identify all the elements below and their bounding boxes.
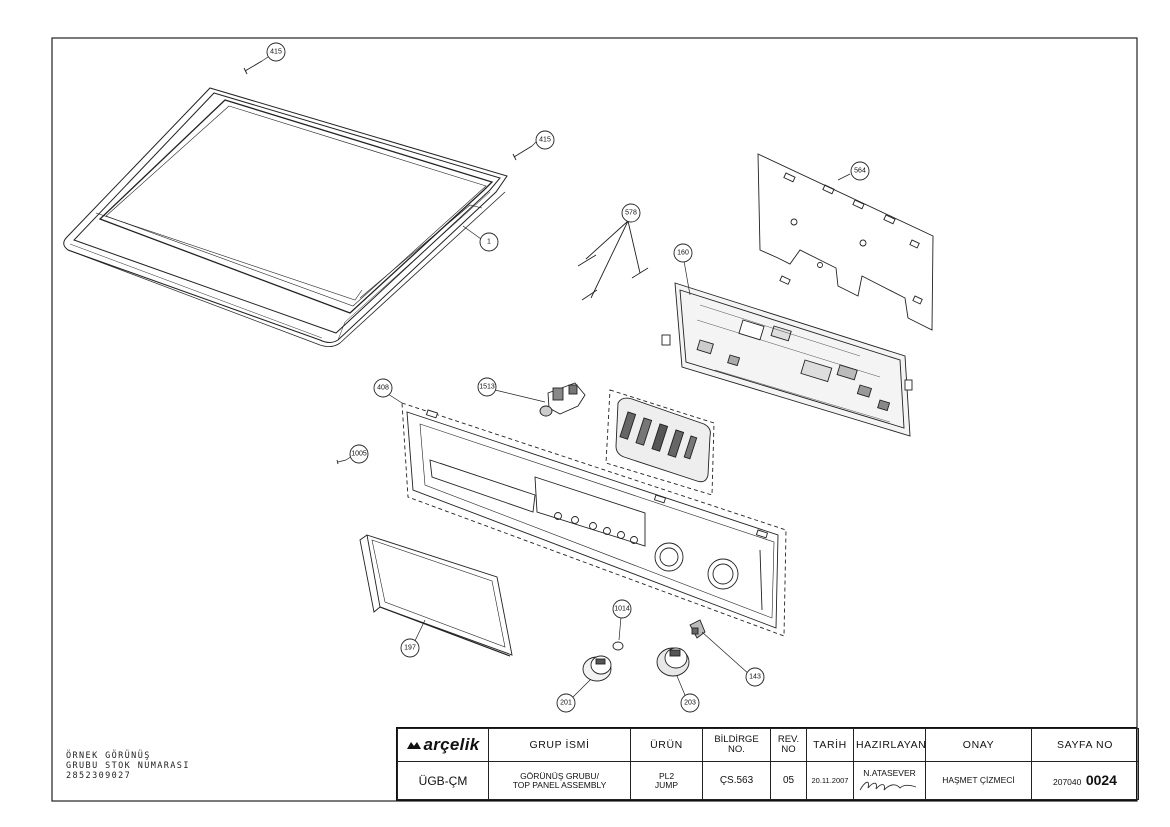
callout-201: 201 bbox=[556, 693, 576, 713]
header-notice-no: BİLDİRGE NO. bbox=[702, 728, 771, 762]
value-date: 20.11.2007 bbox=[806, 761, 854, 800]
callout-564-label: 564 bbox=[854, 168, 866, 175]
callout-1005: 1005 bbox=[349, 444, 369, 464]
header-approval: ONAY bbox=[925, 728, 1032, 762]
callout-203: 203 bbox=[680, 693, 700, 713]
callout-1: 1 bbox=[479, 232, 499, 252]
callout-415-top: 415 bbox=[266, 42, 286, 62]
title-block: arçelik GRUP İSMİ ÜRÜN BİLDİRGE NO. REV.… bbox=[396, 727, 1139, 801]
brand-logo-text: arçelik bbox=[423, 735, 480, 754]
product-line-2: JUMP bbox=[654, 779, 679, 790]
value-notice-no: ÇS.563 bbox=[702, 761, 771, 800]
group-name-line-2: TOP PANEL ASSEMBLY bbox=[512, 779, 607, 790]
note-line-stock-number: 2852309027 bbox=[66, 771, 132, 781]
callout-1513: 1513 bbox=[477, 377, 497, 397]
screw-415-right bbox=[512, 145, 533, 161]
callout-578: 578 bbox=[621, 203, 641, 223]
knob-part-201 bbox=[582, 655, 612, 682]
value-page-no: 207040 0024 bbox=[1031, 761, 1139, 800]
signature-image bbox=[859, 781, 917, 791]
ring-part-1014 bbox=[612, 641, 624, 651]
display-module-part bbox=[605, 389, 715, 496]
value-prepared-by: N.ATASEVER bbox=[853, 761, 926, 800]
group-name-line-1: GÖRÜNÜŞ GRUBU/ bbox=[520, 770, 599, 781]
callout-415-right-label: 415 bbox=[539, 137, 551, 144]
callout-197: 197 bbox=[400, 638, 420, 658]
callout-578-label: 578 bbox=[625, 210, 637, 217]
brand-cell: arçelik bbox=[397, 728, 489, 762]
callout-160-label: 160 bbox=[677, 250, 689, 257]
drawing-border bbox=[51, 37, 1138, 802]
header-page-no: SAYFA NO bbox=[1031, 728, 1139, 762]
callout-415-right: 415 bbox=[535, 130, 555, 150]
callout-143: 143 bbox=[745, 667, 765, 687]
top-lid-part bbox=[63, 87, 508, 347]
knob-part-203 bbox=[656, 647, 690, 677]
product-line-1: PL2 bbox=[658, 770, 675, 781]
screws-578 bbox=[577, 220, 649, 301]
callout-564: 564 bbox=[850, 161, 870, 181]
prepared-by-name: N.ATASEVER bbox=[863, 768, 916, 778]
callout-1014: 1014 bbox=[612, 599, 632, 619]
page-prefix: 207040 bbox=[1053, 776, 1082, 787]
callout-1513-label: 1513 bbox=[479, 384, 495, 391]
screw-415-top bbox=[243, 60, 263, 75]
callout-143-label: 143 bbox=[749, 674, 761, 681]
value-group-code: ÜGB-ÇM bbox=[397, 761, 489, 800]
header-rev-no: REV. NO bbox=[770, 728, 807, 762]
note-line-stock-number-label: GRUBU STOK NUMARASI bbox=[66, 761, 190, 771]
header-product: ÜRÜN bbox=[630, 728, 703, 762]
callout-1-label: 1 bbox=[487, 239, 491, 246]
value-rev-no: 05 bbox=[770, 761, 807, 800]
callout-415-top-label: 415 bbox=[270, 49, 282, 56]
electronic-board-part bbox=[661, 282, 913, 437]
screw-1005 bbox=[336, 459, 347, 465]
callout-197-label: 197 bbox=[404, 645, 416, 652]
callout-160: 160 bbox=[673, 243, 693, 263]
callout-201-label: 201 bbox=[560, 700, 572, 707]
header-date: TARİH bbox=[806, 728, 854, 762]
callout-1005-label: 1005 bbox=[351, 451, 367, 458]
cover-plate-part bbox=[757, 153, 934, 331]
header-group-name: GRUP İSMİ bbox=[488, 728, 631, 762]
control-panel-part bbox=[401, 402, 787, 637]
brand-logo-icon bbox=[406, 742, 421, 750]
callout-1014-label: 1014 bbox=[614, 606, 630, 613]
value-group-name: GÖRÜNÜŞ GRUBU/ TOP PANEL ASSEMBLY bbox=[488, 761, 631, 800]
callout-203-label: 203 bbox=[684, 700, 696, 707]
page-number: 0024 bbox=[1085, 771, 1117, 788]
switch-part-1513 bbox=[539, 382, 586, 417]
group-stock-note: ÖRNEK GÖRÜNÜŞ GRUBU STOK NUMARASI 285230… bbox=[66, 751, 190, 781]
value-product: PL2 JUMP bbox=[630, 761, 703, 800]
detergent-drawer-front-part bbox=[359, 534, 513, 657]
callout-408: 408 bbox=[373, 378, 393, 398]
header-prepared-by: HAZIRLAYAN bbox=[853, 728, 926, 762]
value-approval: HAŞMET ÇİZMECİ bbox=[925, 761, 1032, 800]
note-line-sample-view: ÖRNEK GÖRÜNÜŞ bbox=[66, 751, 151, 761]
clip-part-143 bbox=[689, 619, 706, 639]
callout-408-label: 408 bbox=[377, 385, 389, 392]
